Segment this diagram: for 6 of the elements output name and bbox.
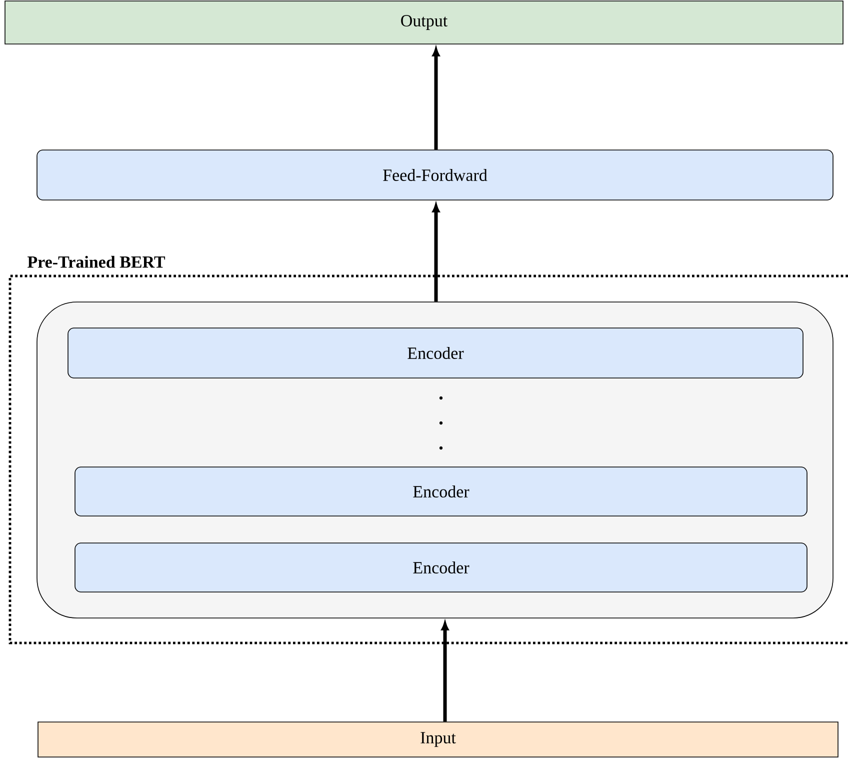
encoder-box: Encoder <box>74 466 808 516</box>
encoder-box: Encoder <box>74 542 808 592</box>
layer-box: Feed-Fordward <box>36 150 834 200</box>
input-box: Input <box>38 722 838 758</box>
output-box: Output <box>4 0 844 44</box>
encoder-box: Encoder <box>68 328 804 378</box>
